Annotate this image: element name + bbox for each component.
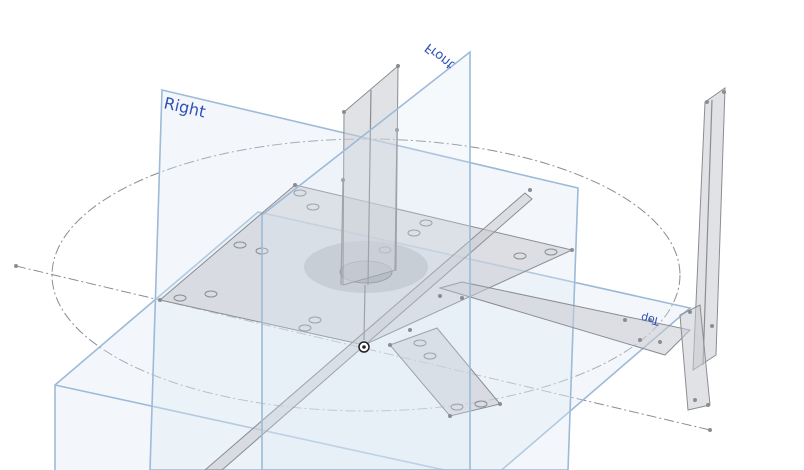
origin-icon[interactable] [358,341,370,353]
vertical-fin[interactable] [342,64,399,286]
long-rail[interactable] [204,192,533,470]
front-plane[interactable] [261,50,471,470]
vertices [158,183,574,418]
top-plane-label[interactable]: Top [640,311,662,328]
upright-post[interactable] [692,87,726,371]
